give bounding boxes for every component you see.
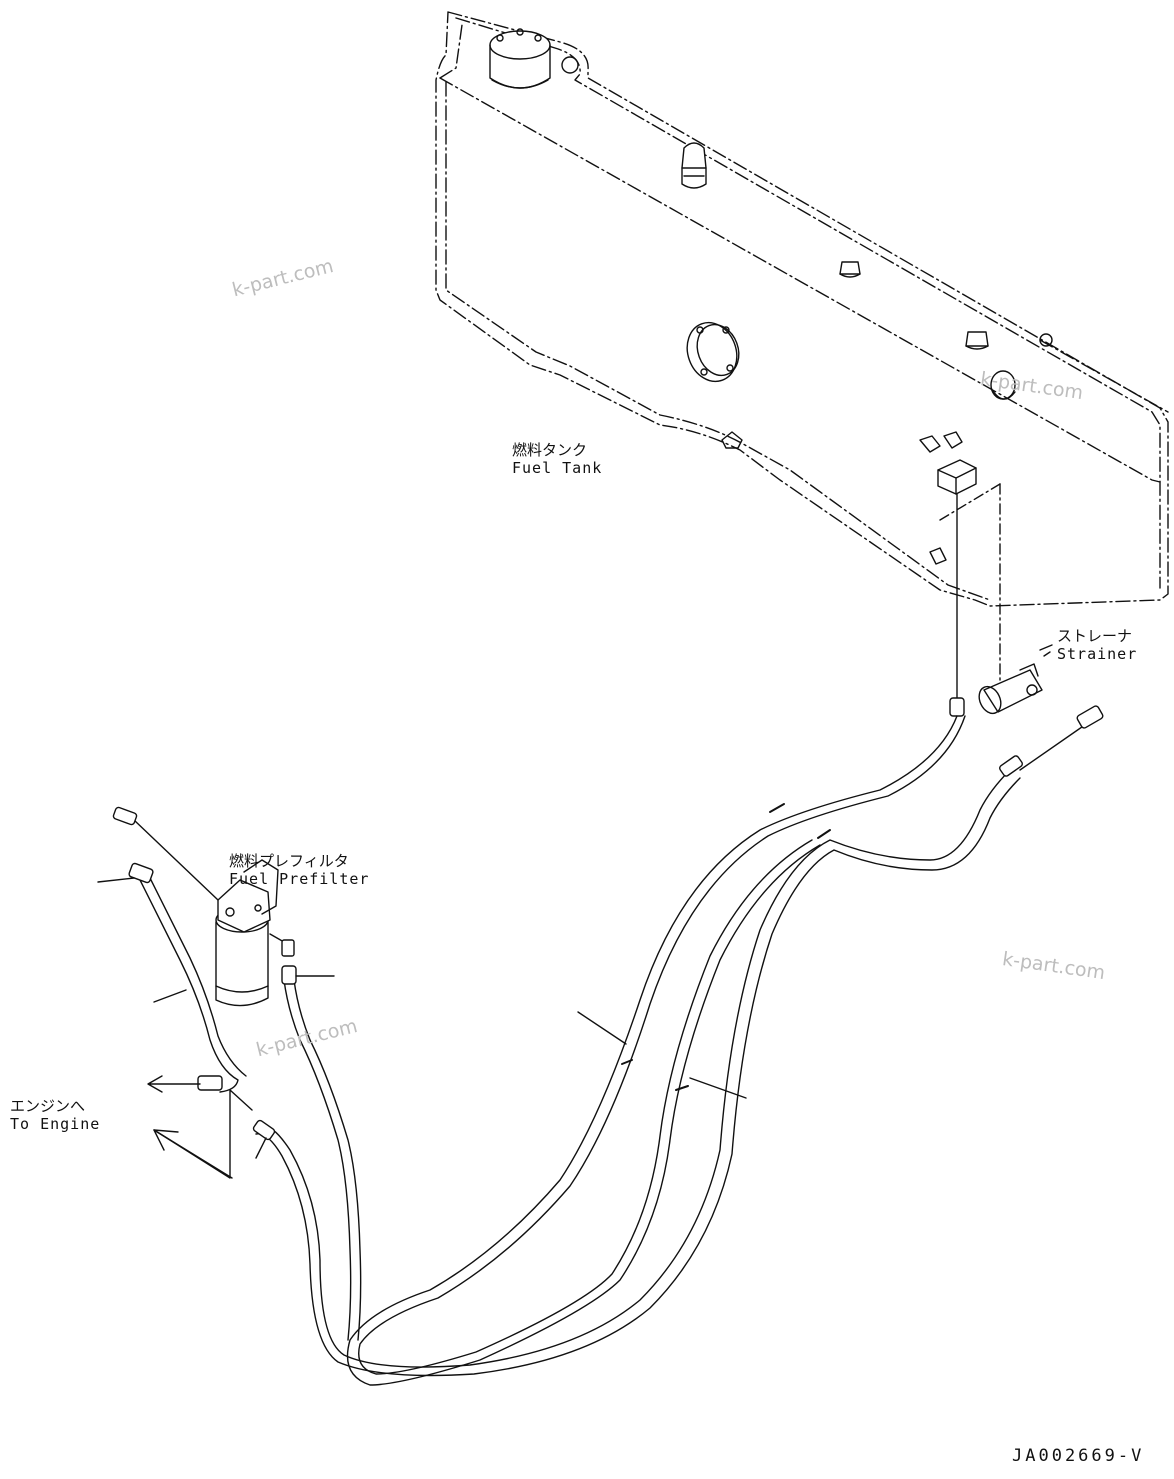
bracket-2 — [919, 435, 941, 453]
supply-hose — [346, 715, 966, 1386]
label-fuel-tank: 燃料タンク Fuel Tank — [512, 441, 602, 477]
label-fuel-tank-en: Fuel Tank — [512, 459, 603, 477]
to-engine-arrow-1 — [147, 1075, 201, 1093]
strainer-body — [978, 644, 1053, 715]
label-fuel-prefilter: 燃料プレフィルタ Fuel Prefilter — [229, 852, 369, 888]
bracket-3 — [943, 431, 963, 449]
label-fuel-prefilter-en: Fuel Prefilter — [229, 870, 370, 888]
leader-1 — [97, 877, 135, 883]
leader-6 — [255, 1137, 267, 1159]
mount-lug-left — [561, 56, 579, 74]
phantom-leaders — [939, 483, 1001, 681]
level-gauge — [990, 370, 1016, 400]
tank-outlet-valve — [937, 459, 977, 495]
filler-cap — [489, 28, 551, 89]
plug-1 — [839, 261, 861, 278]
plug-2 — [965, 331, 989, 350]
label-strainer: ストレーナ Strainer — [1057, 627, 1137, 663]
drawing-code: JA002669-V — [1012, 1446, 1145, 1466]
direction-chevron — [153, 1129, 233, 1179]
label-to-engine-en: To Engine — [10, 1115, 101, 1133]
prefilter-hose-left — [128, 862, 247, 1093]
label-fuel-tank-ja: 燃料タンク — [512, 441, 588, 459]
return-hose — [255, 769, 1021, 1377]
label-fuel-prefilter-ja: 燃料プレフィルタ — [229, 852, 349, 870]
leader-5 — [689, 1077, 747, 1099]
strainer-outlet-line — [1019, 719, 1093, 771]
mount-lug-right — [1039, 333, 1053, 347]
breather-valve — [681, 142, 707, 189]
fuel-prefilter-body — [215, 859, 295, 1007]
to-engine-arrow-2 — [153, 1089, 253, 1179]
bracket-1 — [721, 431, 743, 449]
prefilter-inlet-fitting — [112, 806, 138, 826]
leader-2 — [153, 989, 187, 1003]
fuel-tank-outline — [435, 11, 1169, 607]
strainer-elbow — [1076, 705, 1104, 729]
inspection-cover — [686, 321, 740, 383]
label-strainer-ja: ストレーナ — [1057, 627, 1133, 645]
hose-fitting-1 — [949, 697, 965, 717]
bracket-4 — [929, 547, 947, 565]
prefilter-hose-right — [281, 965, 362, 1341]
label-to-engine-ja: エンジンへ — [10, 1097, 86, 1115]
hose-fitting-2 — [999, 755, 1023, 777]
prefilter-inlet-line — [133, 819, 219, 901]
label-to-engine: エンジンへ To Engine — [10, 1097, 100, 1133]
leader-4 — [577, 1011, 627, 1045]
label-strainer-en: Strainer — [1057, 645, 1138, 663]
hose-fitting-3 — [252, 1119, 276, 1141]
